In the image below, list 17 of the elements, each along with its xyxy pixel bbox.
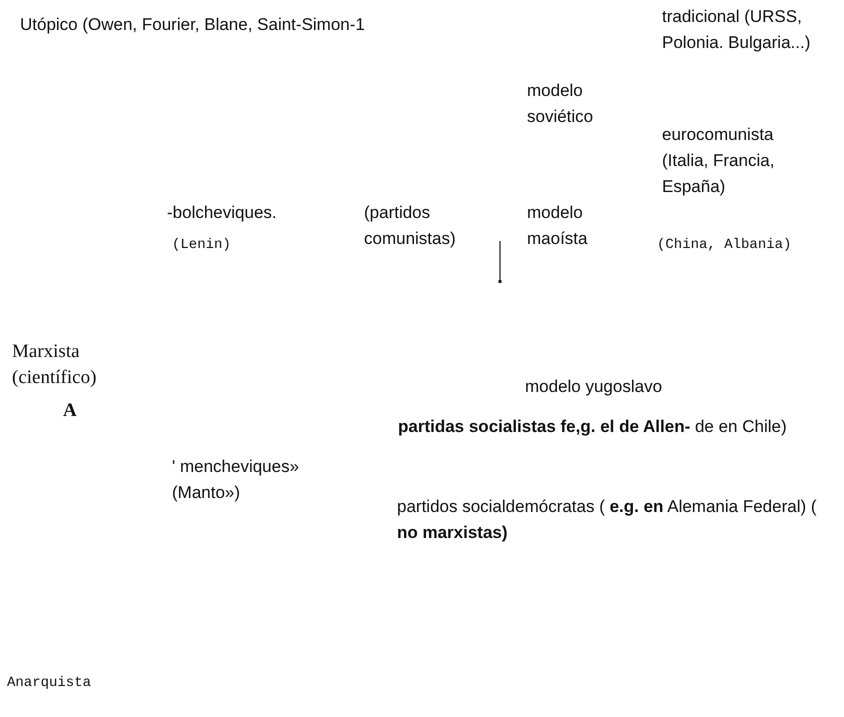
note-text: (Lenin) (172, 236, 231, 255)
category-label: -bolcheviques. (167, 202, 277, 224)
category-label: ' mencheviques» (172, 456, 300, 478)
category-label: Utópico (Owen, Fourier, Blane, Saint-Simon-1 (20, 14, 365, 36)
category-label: tradicional (URSS, Polonia. Bulgaria...) (662, 6, 812, 54)
note-text: partidos socialdemócratas ( e.g. en Alemania Federal) ( no marxistas) (397, 496, 817, 544)
note-text: (Manto») (172, 482, 240, 504)
category-label: eurocomunista (Italia, Francia, España) (662, 124, 776, 198)
note-text: partidas socialistas fe,g. el de Allen- de en Chile) (398, 416, 787, 438)
category-label: modelo maoísta (527, 202, 588, 250)
category-label: Anarquista (7, 674, 92, 693)
category-label: (partidos comunistas) (364, 202, 457, 250)
letter-label: A (63, 399, 77, 423)
note-text: (China, Albania) (657, 236, 792, 255)
category-label: Marxista (científico) (12, 340, 98, 390)
category-label: modelo soviético (527, 80, 594, 128)
category-label: modelo yugoslavo (525, 376, 662, 398)
